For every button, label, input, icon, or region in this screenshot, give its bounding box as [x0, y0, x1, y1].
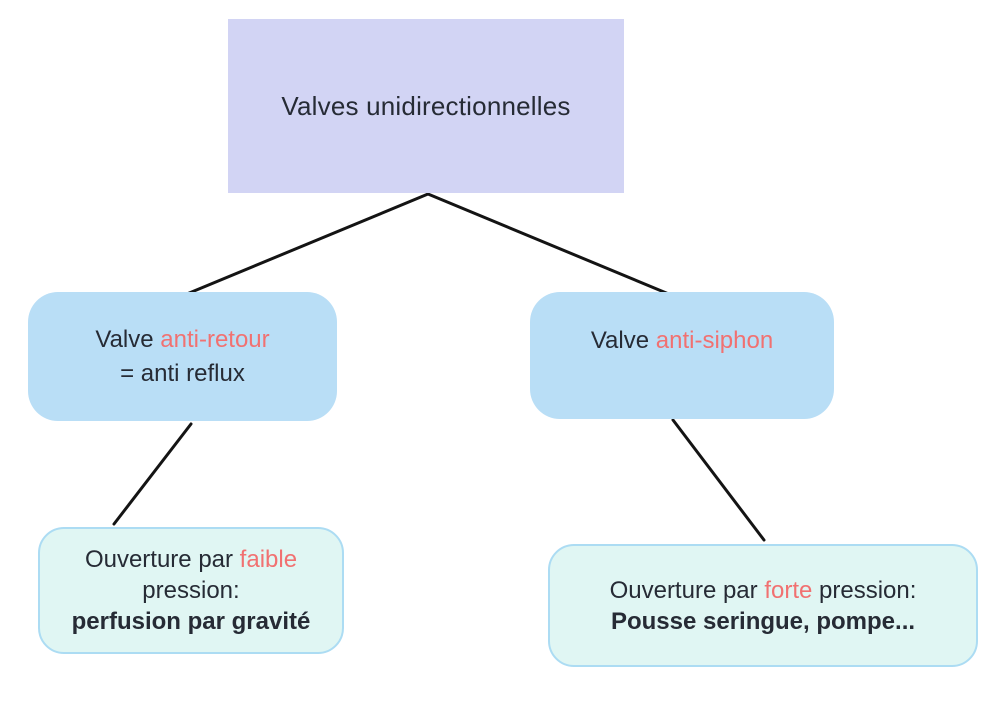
leaf-node-forte-pression: Ouverture par forte pression: Pousse ser… [548, 544, 978, 667]
branch-node-anti-siphon: Valve anti-siphon [530, 292, 834, 419]
branch-left-line1-prefix: Valve [95, 325, 161, 353]
connector-left-branch-to-leaf [112, 422, 193, 526]
leaf-right-line1-highlight: forte [764, 576, 813, 604]
connector-root-to-right-branch [426, 192, 678, 299]
leaf-node-faible-pression: Ouverture par faible pression: perfusion… [38, 527, 344, 654]
leaf-left-line1: Ouverture par faible [85, 544, 297, 575]
leaf-left-line1-prefix: Ouverture par [84, 546, 240, 573]
leaf-left-line3: perfusion par gravité [71, 608, 311, 635]
leaf-left-line1-highlight: faible [239, 546, 298, 573]
connector-root-to-left-branch [180, 192, 430, 298]
leaf-right-line1: Ouverture par forte pression: [610, 575, 917, 606]
branch-left-line1-highlight: anti-retour [160, 325, 270, 353]
connector-right-branch-to-leaf [671, 418, 766, 542]
branch-node-anti-retour: Valve anti-retour = anti reflux [28, 292, 337, 421]
root-node-valves-unidirectionnelles: Valves unidirectionnelles [228, 19, 624, 193]
branch-right-line1-highlight: anti-siphon [655, 327, 774, 354]
root-node-title: Valves unidirectionnelles [281, 90, 571, 121]
branch-left-line1: Valve anti-retour [95, 323, 269, 357]
leaf-left-line2: pression: [142, 577, 240, 604]
leaf-right-line2: Pousse seringue, pompe... [610, 607, 916, 635]
leaf-right-line1-suffix: pression: [812, 576, 917, 604]
branch-left-line2: = anti reflux [120, 359, 245, 387]
branch-right-line1-prefix: Valve [590, 327, 656, 354]
leaf-right-line1-prefix: Ouverture par [609, 576, 765, 604]
branch-right-line1: Valve anti-siphon [591, 324, 773, 358]
